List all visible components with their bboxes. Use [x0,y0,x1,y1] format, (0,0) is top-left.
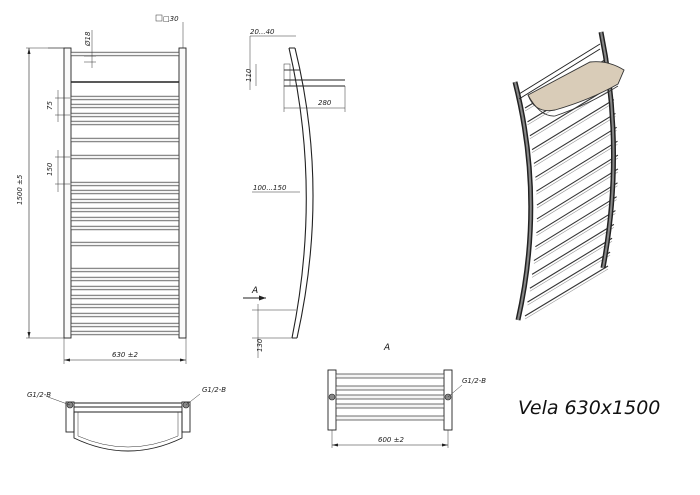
perspective-bar-edge [531,227,615,278]
perspective-bar [533,112,616,164]
profile-dimension: □30 [163,15,179,23]
offset-top-dimension: 20...40 [250,28,275,36]
front-bar [70,51,180,57]
view-a-bar [335,403,445,409]
perspective-bar [535,126,617,178]
pipe-diameter-dimension: Ø18 [84,31,92,47]
perspective-bar [535,196,617,248]
perspective-bar [533,210,616,262]
view-a-bar [335,385,445,391]
front-bar [70,137,180,143]
perspective-bar [531,99,615,151]
front-view: 1500 ±5 Ø18 □30 75 150 630 ±2 [16,14,187,364]
front-bar [70,154,180,160]
front-bar [70,285,180,291]
spacing-small-dimension: 75 [46,101,54,110]
perspective-bar-edge [535,199,617,250]
front-bar [70,216,180,222]
perspective-bar-edge [536,171,619,223]
perspective-bar [536,168,619,220]
perspective-bar [536,140,618,192]
front-bar [70,207,180,213]
perspective-bar [531,223,615,275]
view-arrow-label: A [251,286,258,296]
right-rail [178,47,187,339]
connection-view-a-label: G1/2-B [462,377,486,385]
view-a-bar [335,415,445,421]
view-a-bars [335,373,445,421]
perspective-bar [536,154,619,206]
front-bar [70,267,180,273]
shelf [527,61,625,112]
perspective-bar [524,265,609,317]
perspective-bar-edge [536,143,618,195]
perspective-bar [529,237,613,289]
connection-left-label: G1/2-B [27,391,51,399]
front-bar [70,103,180,109]
front-bar [70,120,180,126]
top-110-dimension: 110 [245,68,253,82]
front-bar [70,95,180,101]
left-rail [63,47,72,339]
connection-right-label: G1/2-B [202,386,226,394]
front-bar [70,312,180,318]
perspective-bar-edge [533,213,616,264]
front-bar [70,198,180,204]
axis-width-dimension: 600 ±2 [378,436,404,444]
view-a-label: A [383,343,390,353]
drawing-title: Vela 630x1500 [518,397,660,419]
front-bar [70,330,180,336]
bow-depth-dimension: 100...150 [253,184,287,192]
bottom-130-dimension: 130 [256,338,264,352]
front-bar [70,225,180,231]
depth-280-dimension: 280 [318,99,332,107]
perspective-bar-edge [535,130,617,181]
view-a-bar [335,373,445,379]
perspective-bar-edge [531,102,615,153]
front-bar [70,112,180,118]
perspective-bar [536,182,618,234]
width-dimension: 630 ±2 [112,351,138,359]
front-bar [70,276,180,282]
perspective-bar-edge [524,268,609,320]
front-bar [70,294,180,300]
perspective-bar-edge [536,157,619,209]
side-view: 20...40 110 280 100...150 A 130 [243,28,346,358]
perspective-bar [527,251,611,303]
perspective-bar-edge [527,254,611,306]
perspective-bar-edge [536,185,618,237]
view-a: A G1/2-B 600 ±2 [327,343,486,448]
perspective-bar-edge [533,116,616,167]
spacing-large-dimension: 150 [46,162,54,176]
front-bar [70,303,180,309]
perspective-bar-edge [529,241,613,292]
front-bars [70,51,180,336]
connection-view-a-left [328,393,336,401]
front-bar [70,189,180,195]
height-dimension: 1500 ±5 [16,174,24,205]
front-bar [70,241,180,247]
front-bar [70,322,180,328]
perspective-view [512,31,625,321]
view-a-bar [335,394,445,400]
top-view: G1/2-B G1/2-B [27,386,226,452]
front-bar [70,181,180,187]
